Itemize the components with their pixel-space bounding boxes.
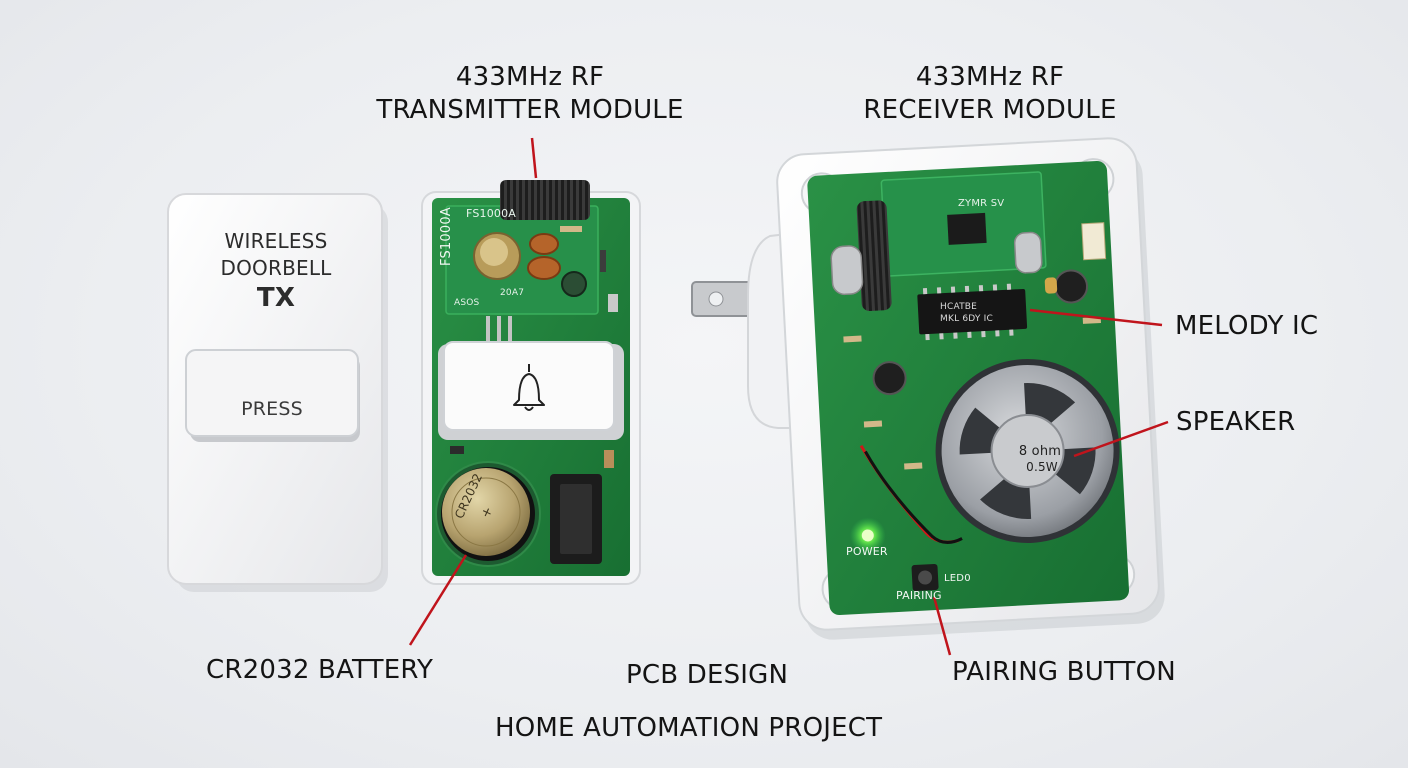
pairing-label: PAIRING — [896, 589, 942, 602]
speaker-rating-2: 0.5W — [1026, 460, 1058, 474]
ic-marking-2: MKL 6DY IC — [940, 314, 994, 324]
tx-module-part-vertical: FS1000A — [439, 207, 454, 266]
pairing-button-label: PAIRING BUTTON — [952, 657, 1176, 687]
rx-module-label-line2: RECEIVER MODULE — [863, 95, 1117, 125]
power-label: POWER — [846, 545, 888, 558]
battery-label: CR2032 BATTERY — [206, 655, 434, 685]
tx-marking-a: ASOS — [454, 298, 480, 308]
rx-module-label-line1: 433MHz RF — [915, 62, 1065, 92]
tx-cover — [167, 193, 388, 592]
tx-module-label-line2: TRANSMITTER MODULE — [376, 95, 684, 125]
tx-board: + — [421, 180, 641, 585]
melody-ic — [917, 288, 1028, 335]
tx-module-label-line1: 433MHz RF — [455, 62, 605, 92]
tx-module-part: FS1000A — [466, 207, 517, 220]
ic-marking-1: HCATBE — [940, 302, 978, 312]
led-label: LED0 — [944, 573, 971, 584]
bell-button[interactable] — [443, 341, 615, 431]
tx-cover-line3: TX — [256, 283, 296, 313]
melody-ic-label: MELODY IC — [1175, 311, 1319, 341]
project-label: HOME AUTOMATION PROJECT — [495, 713, 883, 743]
callout-lines — [408, 137, 1169, 656]
antenna-coil — [500, 180, 590, 220]
rx-module-marking: ZYMR SV — [958, 198, 1005, 209]
press-button-label[interactable]: PRESS — [241, 398, 303, 420]
cr2032-battery — [442, 468, 530, 556]
tx-marking-b: 20A7 — [500, 288, 525, 298]
rx-unit — [691, 137, 1165, 640]
speaker-rating-1: 8 ohm — [1018, 444, 1062, 459]
pcb-design-label: PCB DESIGN — [626, 660, 789, 690]
bell-icon — [513, 364, 545, 411]
speaker-label: SPEAKER — [1176, 407, 1296, 437]
tx-cover-line2: DOORBELL — [220, 256, 332, 280]
tx-cover-line1: WIRELESS — [224, 229, 328, 253]
press-button-shape[interactable] — [185, 349, 359, 437]
